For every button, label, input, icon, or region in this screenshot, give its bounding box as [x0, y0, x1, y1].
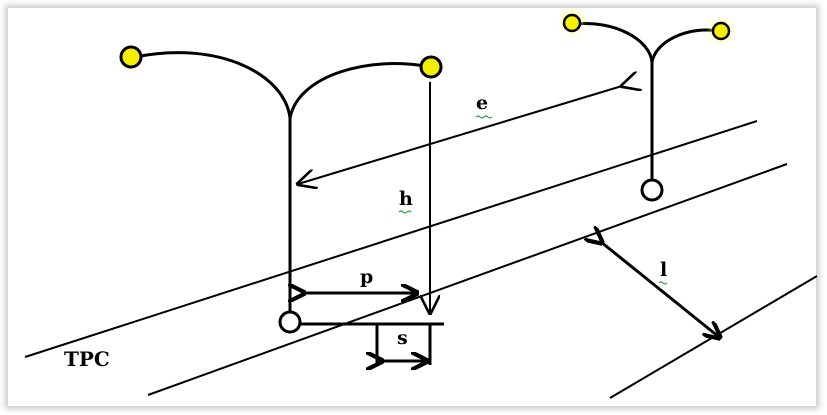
overhang-bracket — [300, 322, 444, 365]
road-edge-line-2 — [147, 163, 788, 396]
street-lamp-right — [562, 12, 731, 202]
lamp-bulb-icon — [119, 45, 143, 69]
label-e: e — [476, 92, 488, 114]
label-p: p — [360, 266, 373, 288]
width-arrow-l — [601, 242, 719, 337]
road-edge-line-3 — [609, 275, 818, 399]
lamp-bulb-icon — [419, 55, 443, 79]
lamp-bulb-icon — [562, 13, 582, 33]
spacing-arrow-e — [298, 86, 622, 184]
label-tpc: TPC — [64, 347, 110, 371]
label-h: h — [399, 188, 413, 210]
pole-base-icon — [278, 310, 302, 334]
lamp-bulb-icon — [711, 21, 731, 41]
pole-base-icon — [640, 178, 664, 202]
label-l: l — [660, 259, 667, 281]
street-lamp-left — [119, 45, 443, 334]
label-s: s — [397, 327, 408, 349]
